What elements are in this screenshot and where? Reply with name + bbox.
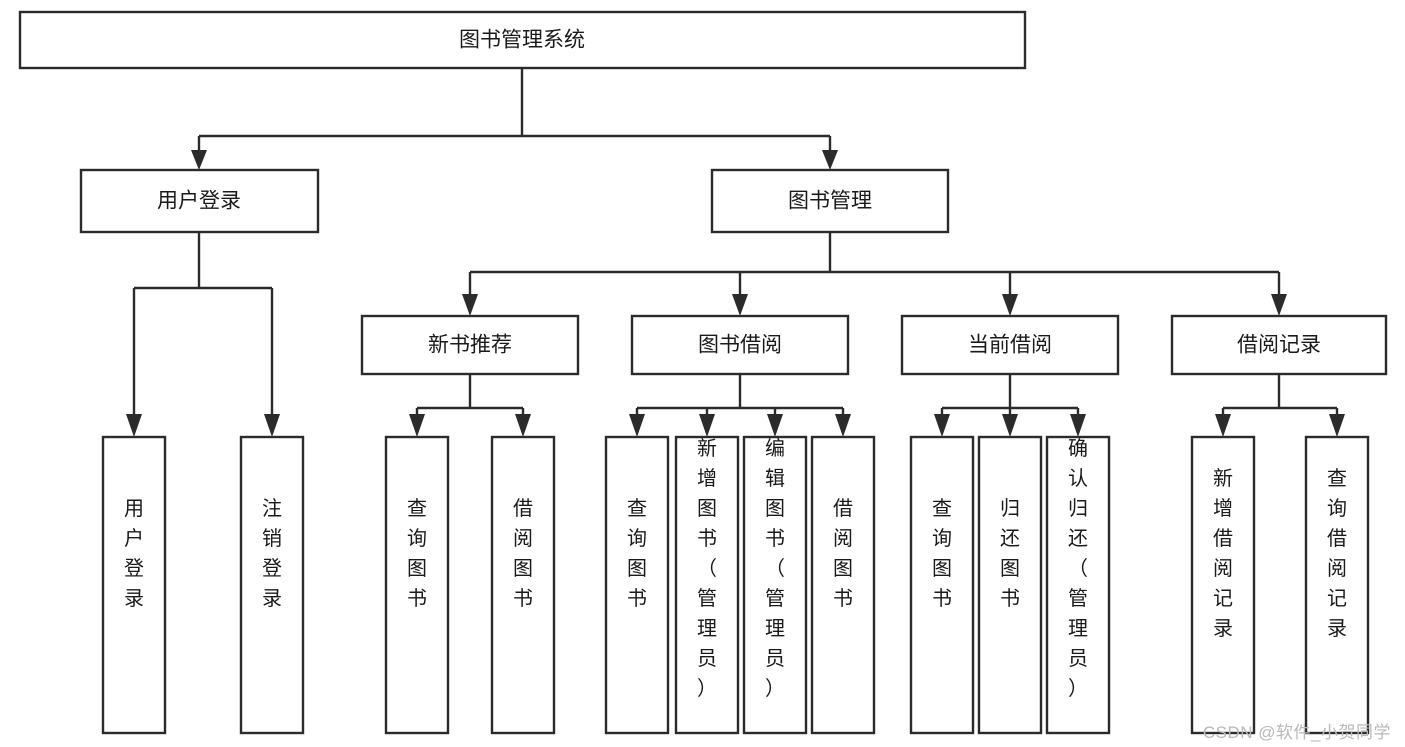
node-user-login[interactable]: 用户登录 bbox=[79, 168, 320, 234]
node-leaf-query-book-3-label: 查询图书 bbox=[932, 497, 952, 610]
arrow-head-leaf-query-book-3 bbox=[934, 414, 950, 437]
arrow-head-current-borrow bbox=[1002, 294, 1018, 316]
node-leaf-query-book-1-box[interactable] bbox=[384, 435, 450, 735]
arrow-head-leaf-borrow-book-1 bbox=[515, 414, 531, 437]
arrow-head-leaf-borrow-book-2 bbox=[835, 414, 851, 437]
node-leaf-query-record[interactable]: 查询借阅记录 bbox=[1304, 435, 1370, 735]
node-new-book-rec[interactable]: 新书推荐 bbox=[360, 314, 580, 376]
node-current-borrow-box[interactable] bbox=[900, 314, 1120, 376]
arrow-head-leaf-logout bbox=[264, 414, 280, 437]
node-borrow-record[interactable]: 借阅记录 bbox=[1170, 314, 1388, 376]
node-leaf-query-book-1[interactable]: 查询图书 bbox=[384, 435, 450, 735]
node-leaf-query-book-2-box[interactable] bbox=[604, 435, 670, 735]
arrow-head-leaf-confirm-return bbox=[1070, 414, 1086, 437]
node-leaf-borrow-book-1[interactable]: 借阅图书 bbox=[490, 435, 556, 735]
node-leaf-add-book[interactable]: 新增图书（管理员） bbox=[674, 435, 740, 735]
node-leaf-query-record-box[interactable] bbox=[1304, 435, 1370, 735]
node-current-borrow-label: 当前借阅 bbox=[968, 334, 1052, 357]
node-leaf-add-record-label: 新增借阅记录 bbox=[1213, 467, 1233, 640]
node-current-borrow[interactable]: 当前借阅 bbox=[900, 314, 1120, 376]
node-leaf-confirm-return-label: 确认归还（管理员） bbox=[1068, 437, 1088, 700]
node-leaf-query-record-label: 查询借阅记录 bbox=[1327, 467, 1347, 640]
node-borrow-record-box[interactable] bbox=[1170, 314, 1388, 376]
arrow-head-user-login bbox=[191, 150, 207, 170]
node-book-manage[interactable]: 图书管理 bbox=[710, 168, 950, 234]
node-leaf-edit-book-label: 编辑图书（管理员） bbox=[765, 437, 785, 700]
arrow-head-leaf-query-book-1 bbox=[409, 414, 425, 437]
node-leaf-borrow-book-1-box[interactable] bbox=[490, 435, 556, 735]
node-leaf-edit-book-box[interactable] bbox=[742, 435, 808, 735]
arrow-head-book-manage bbox=[822, 150, 838, 170]
node-leaf-borrow-book-2[interactable]: 借阅图书 bbox=[810, 435, 876, 735]
node-leaf-confirm-return-box[interactable] bbox=[1045, 435, 1111, 735]
arrow-head-borrow-record bbox=[1271, 294, 1287, 316]
node-leaf-query-book-2[interactable]: 查询图书 bbox=[604, 435, 670, 735]
node-leaf-user-login-label: 用户登录 bbox=[124, 498, 144, 610]
node-leaf-logout-label: 注销登录 bbox=[262, 497, 282, 610]
node-leaf-add-record[interactable]: 新增借阅记录 bbox=[1190, 435, 1256, 735]
node-leaf-add-book-label: 新增图书（管理员） bbox=[697, 437, 717, 700]
node-leaf-user-login-box[interactable] bbox=[101, 435, 167, 735]
node-book-manage-label: 图书管理 bbox=[788, 190, 872, 213]
node-leaf-confirm-return[interactable]: 确认归还（管理员） bbox=[1045, 435, 1111, 735]
node-book-manage-box[interactable] bbox=[710, 168, 950, 234]
node-leaf-add-book-box[interactable] bbox=[674, 435, 740, 735]
node-book-borrow[interactable]: 图书借阅 bbox=[630, 314, 850, 376]
arrow-head-book-borrow bbox=[732, 294, 748, 316]
node-book-borrow-label: 图书借阅 bbox=[698, 334, 782, 357]
node-leaf-logout[interactable]: 注销登录 bbox=[239, 435, 305, 735]
node-borrow-record-label: 借阅记录 bbox=[1237, 334, 1321, 357]
arrow-head-leaf-add-record bbox=[1215, 414, 1231, 437]
node-leaf-borrow-book-2-box[interactable] bbox=[810, 435, 876, 735]
node-leaf-query-book-3[interactable]: 查询图书 bbox=[909, 435, 975, 735]
arrow-head-leaf-edit-book bbox=[767, 414, 783, 437]
node-user-login-box[interactable] bbox=[79, 168, 320, 234]
arrow-head-leaf-return-book bbox=[1002, 414, 1018, 437]
node-leaf-logout-box[interactable] bbox=[239, 435, 305, 735]
node-new-book-rec-box[interactable] bbox=[360, 314, 580, 376]
node-root[interactable]: 图书管理系统 bbox=[18, 10, 1027, 70]
csdn-watermark: CSDN @软件_小贺同学 bbox=[1202, 723, 1391, 742]
node-leaf-user-login[interactable]: 用户登录 bbox=[101, 435, 167, 735]
arrow-head-leaf-user-login bbox=[126, 414, 142, 437]
node-leaf-borrow-book-2-label: 借阅图书 bbox=[833, 497, 853, 610]
node-leaf-borrow-book-1-label: 借阅图书 bbox=[513, 497, 533, 610]
node-book-borrow-box[interactable] bbox=[630, 314, 850, 376]
arrow-head-leaf-query-record bbox=[1329, 414, 1345, 437]
node-user-login-label: 用户登录 bbox=[157, 190, 241, 213]
node-leaf-return-book-box[interactable] bbox=[977, 435, 1043, 735]
arrow-head-new-book-rec bbox=[462, 294, 478, 316]
node-root-box[interactable] bbox=[18, 10, 1027, 70]
node-leaf-return-book[interactable]: 归还图书 bbox=[977, 435, 1043, 735]
connector-layer bbox=[126, 68, 1345, 437]
node-root-label: 图书管理系统 bbox=[459, 29, 585, 52]
arrow-head-leaf-add-book bbox=[699, 414, 715, 437]
node-leaf-add-record-box[interactable] bbox=[1190, 435, 1256, 735]
node-leaf-query-book-3-box[interactable] bbox=[909, 435, 975, 735]
node-leaf-return-book-label: 归还图书 bbox=[1000, 497, 1020, 610]
node-leaf-query-book-2-label: 查询图书 bbox=[627, 497, 647, 610]
node-leaf-edit-book[interactable]: 编辑图书（管理员） bbox=[742, 435, 808, 735]
arrow-head-leaf-query-book-2 bbox=[629, 414, 645, 437]
node-leaf-query-book-1-label: 查询图书 bbox=[407, 497, 427, 610]
node-new-book-rec-label: 新书推荐 bbox=[428, 334, 512, 357]
